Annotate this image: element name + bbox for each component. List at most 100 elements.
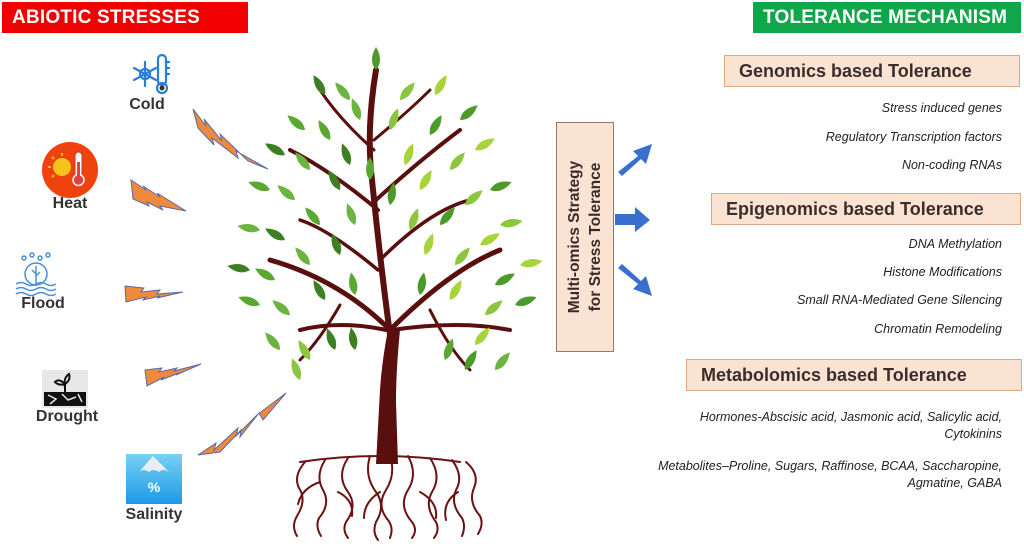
leaf [475, 138, 495, 151]
tree-illustration [227, 47, 543, 541]
leaf [305, 207, 321, 225]
epigenomics-item: Chromatin Remodeling [874, 322, 1002, 336]
bolt-heat-icon [130, 178, 187, 212]
bolt-flood-icon [124, 285, 184, 303]
bolt-salinity-icon [197, 392, 287, 456]
salt-water-icon: % [126, 454, 182, 504]
epigenomics-item: Histone Modifications [883, 265, 1002, 279]
leaf [331, 233, 342, 255]
leaf [464, 350, 477, 370]
leaf [291, 358, 302, 380]
stress-heat: Heat [15, 142, 125, 217]
leaf [328, 170, 341, 190]
flood-plant-icon [15, 252, 57, 297]
stress-drought: Drought [12, 368, 122, 430]
metabolomics-item: Metabolites–Proline, Sugars, Raffinose, … [658, 459, 1002, 490]
sun-thermometer-icon [42, 142, 98, 198]
leaf [494, 352, 510, 370]
leaf [460, 105, 478, 121]
multi-omics-strategy-box: Multi-omics Strategy for Stress Toleranc… [556, 122, 614, 352]
leaf [449, 152, 465, 170]
metabolomics-box: Metabolomics based Tolerance [686, 359, 1022, 391]
bolt-cold-icon [192, 108, 269, 170]
stress-label-drought: Drought [35, 408, 99, 425]
drought-seedling-icon [42, 370, 88, 408]
leaf [371, 47, 381, 70]
leaf [255, 268, 275, 281]
leaf [365, 157, 375, 180]
svg-text:%: % [148, 479, 161, 495]
stress-label-salinity: Salinity [125, 506, 183, 523]
leaf [520, 258, 543, 268]
stress-cold: Cold [92, 52, 202, 114]
leaf [485, 300, 503, 316]
stress-flood: Flood [0, 252, 98, 314]
leaf [326, 328, 337, 350]
tree-trunk [376, 330, 400, 464]
leaf [265, 332, 281, 350]
leaf [295, 247, 311, 265]
leaf [346, 203, 357, 225]
stress-label-flood: Flood [21, 295, 65, 312]
bolt-drought-icon [144, 363, 202, 387]
leaf [408, 208, 419, 230]
epigenomics-item: Small RNA-Mediated Gene Silencing [797, 293, 1002, 307]
leaf [443, 338, 454, 360]
leaf [277, 185, 295, 201]
abiotic-stresses-header: ABIOTIC STRESSES [2, 2, 248, 33]
leaf [341, 143, 352, 165]
leaf [429, 115, 442, 135]
leaf [335, 82, 351, 100]
leaf [287, 115, 305, 131]
leaf [419, 170, 432, 190]
epigenomics-box: Epigenomics based Tolerance [711, 193, 1021, 225]
leaf [515, 296, 537, 307]
leaf [265, 228, 285, 241]
leaf [388, 108, 399, 130]
leaf [298, 340, 311, 360]
leaf [318, 120, 331, 140]
leaf [237, 223, 260, 233]
leaf [403, 143, 414, 165]
leaf [500, 218, 523, 228]
leaf [465, 190, 483, 206]
leaf [480, 233, 500, 246]
leaf [434, 75, 447, 95]
strategy-line-1: Multi-omics Strategy [566, 160, 583, 314]
strategy-arrows [615, 144, 652, 296]
tolerance-mechanism-header: TOLERANCE MECHANISM [753, 2, 1021, 33]
leaf [313, 280, 326, 300]
leaf [474, 327, 490, 345]
leaf [348, 327, 358, 350]
leaf [439, 207, 455, 225]
genomics-item: Regulatory Transcription factors [825, 130, 1002, 144]
leaf [313, 75, 326, 95]
leaf [495, 273, 515, 286]
snowflake-thermometer-icon [132, 53, 171, 95]
stress-label-cold: Cold [129, 96, 165, 113]
leaf [248, 181, 270, 192]
leaf [399, 82, 415, 100]
leaf [348, 272, 358, 295]
leaf [238, 296, 260, 307]
tree-leaves [227, 47, 543, 380]
leaf [454, 247, 470, 265]
arrow-up-right-icon [618, 144, 652, 176]
leaf [490, 181, 512, 192]
leaf [295, 152, 311, 170]
genomics-item: Stress induced genes [881, 101, 1002, 115]
leaf [449, 280, 462, 300]
metabolomics-item: Hormones-Abscisic acid, Jasmonic acid, S… [699, 410, 1002, 441]
tree-branches [267, 67, 512, 372]
genomics-item: Non-coding RNAs [901, 158, 1002, 172]
arrow-down-right-icon [618, 264, 652, 296]
epigenomics-item: DNA Methylation [908, 237, 1002, 251]
leaf [265, 143, 285, 156]
leaf [417, 272, 427, 295]
tree-roots [293, 455, 483, 541]
arrow-right-icon [615, 207, 650, 232]
leaf [387, 182, 397, 205]
leaf [351, 98, 362, 120]
leaf [423, 233, 434, 255]
